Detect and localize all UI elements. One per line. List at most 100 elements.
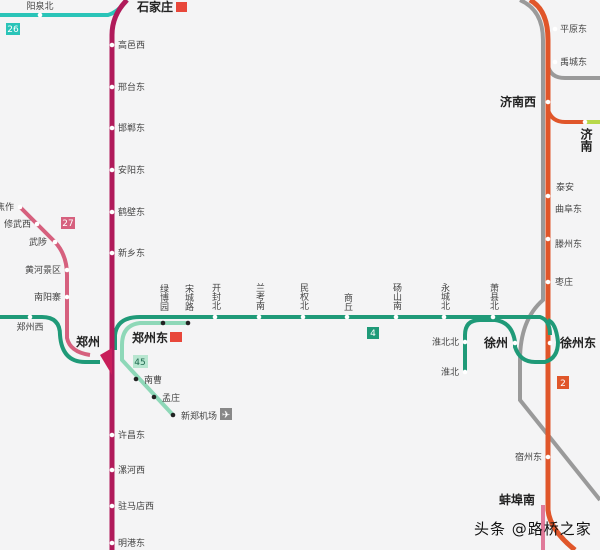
station-dot-zhengzhouxi[interactable] [27,314,33,320]
station-label-qufudong: 曲阜东 [555,203,582,215]
station-dot-suzhoudong[interactable] [545,454,551,460]
station-dot-xiaoxianbei[interactable] [490,314,496,320]
station-dot-lvboyuan[interactable] [160,320,166,326]
line-4-huaibei [463,318,561,372]
watermark: 头条 @路桥之家 [474,520,592,538]
station-dot-nanyangzhai[interactable] [64,294,70,300]
station-dot-xinxiangdong[interactable] [109,250,115,256]
station-label-jinan: 济南 [579,128,593,152]
station-label-jinanxi: 济南西 [500,94,536,109]
station-dot-jinan[interactable] [582,119,588,125]
station-label-xinzhengjichang: 新郑机场 [181,410,217,422]
station-label-wuzhi: 武陟 [29,236,47,248]
station-label-bengbunan: 蚌埠南 [499,492,535,507]
station-label-xinxiangdong: 新乡东 [118,247,145,259]
station-label-gaoyixi: 高邑西 [118,39,145,51]
station-dot-mengzhuang[interactable] [151,394,157,400]
line-27 [18,205,91,357]
station-label-yuchengdong: 禹城东 [560,56,587,68]
badge-26: 26 [6,23,20,35]
station-dot-gaoyixi[interactable] [109,42,115,48]
station-dot-xiuwuxi[interactable] [34,221,40,227]
station-dot-zaozhuang[interactable] [545,279,551,285]
badge-45: 45 [133,355,148,368]
badge-4: 4 [367,327,379,339]
station-dot-xinzhengjichang[interactable] [170,412,176,418]
badge-2: 2 [557,376,569,389]
station-dot-hebidong[interactable] [109,209,115,215]
station-dot-songchenglu[interactable] [185,320,191,326]
station-label-yongchengbei: 永城北 [439,283,449,310]
station-dot-xuzhou[interactable] [512,340,518,346]
station-label-zhengzhoudong: 郑州东 [132,330,168,345]
badge-27: 27 [61,217,75,229]
station-label-zaozhuang: 枣庄 [555,276,573,288]
line-2 [528,0,577,550]
station-dot-yuchengdong[interactable] [552,59,558,65]
line-26 [0,0,129,17]
badge-4-label: 4 [370,329,376,339]
station-dot-huaibei[interactable] [462,369,468,375]
station-label-shangqiu: 商丘 [342,293,352,311]
station-label-zhumadianxi: 驻马店西 [118,500,154,512]
station-dot-xuzhoudong[interactable] [547,340,553,346]
station-dot-qufudong[interactable] [545,193,551,199]
line-4-west [0,315,100,364]
station-label-anyangdong: 安阳东 [118,164,145,176]
station-dot-yongchengbei[interactable] [441,314,447,320]
station-label-hebidong: 鹤壁东 [118,206,145,218]
station-dot-minggangdong[interactable] [109,540,115,546]
station-dot-wuzhi[interactable] [52,239,58,245]
station-label-huanghejingqu: 黄河景区 [25,264,61,276]
line-2-jinan [546,109,585,124]
station-dot-zhumadianxi[interactable] [109,503,115,509]
station-label-mengzhuang: 孟庄 [162,392,180,404]
station-label-luohexi: 漯河西 [118,464,145,476]
station-dot-lankaonan[interactable] [256,314,262,320]
station-dot-pingyuandong[interactable] [552,26,558,32]
station-dot-anyangdong[interactable] [109,167,115,173]
station-dot-nancao[interactable] [133,376,139,382]
badge-2-label: 2 [560,379,566,389]
station-label-suzhoudong: 宿州东 [515,451,542,463]
svg-text:✈: ✈ [222,410,230,421]
station-dot-luohexi[interactable] [109,467,115,473]
station-label-pingyuandong: 平原东 [560,23,587,35]
station-dot-dangshannan[interactable] [393,314,399,320]
station-dot-kaifengbei[interactable] [212,314,218,320]
station-dot-huanghejingqu[interactable] [64,267,70,273]
station-label-xuzhoudong: 徐州东 [559,335,596,350]
station-label-xuzhou: 徐州 [483,335,508,350]
station-dot-minquanbei[interactable] [300,314,306,320]
station-dot-shangqiu[interactable] [344,314,350,320]
line-4-east [113,315,552,350]
station-dot-yangquanbei[interactable] [37,12,43,18]
hub-badge-icon [170,332,182,342]
station-label-lankaonan: 兰考南 [254,283,264,310]
station-dot-xingtaidong[interactable] [109,84,115,90]
station-label-lvboyuan: 绿博园 [158,284,168,311]
badge-27-label: 27 [62,219,73,229]
station-dot-jiaozuo[interactable] [17,204,23,210]
line-45 [120,321,188,417]
station-label-yangquanbei: 阳泉北 [26,0,53,12]
station-dot-handandong[interactable] [109,125,115,131]
station-dot-xuchangdong[interactable] [109,432,115,438]
station-dot-huaibeibei[interactable] [462,339,468,345]
station-label-nanyangzhai: 南阳寨 [34,291,61,303]
station-label-huaibeibei: 淮北北 [432,337,459,348]
station-label-xingtaidong: 邢台东 [118,81,145,93]
station-label-zhengzhou: 郑州 [76,334,100,349]
station-dot-tengzhoudong[interactable] [545,236,551,242]
station-label-handandong: 邯郸东 [118,122,145,134]
station-label-kaifengbei: 开封北 [210,283,220,310]
station-label-jiaozuo: 焦作 [0,201,14,213]
station-label-shijiazhuang: 石家庄 [136,0,173,14]
station-label-xiaoxianbei: 萧县北 [488,283,498,310]
zhengzhou-junction [100,348,112,375]
airport-icon: ✈ [220,408,232,421]
station-label-minggangdong: 明港东 [118,537,145,549]
station-dot-jinanxi[interactable] [545,99,551,105]
station-label-huaibei: 淮北 [441,367,459,378]
